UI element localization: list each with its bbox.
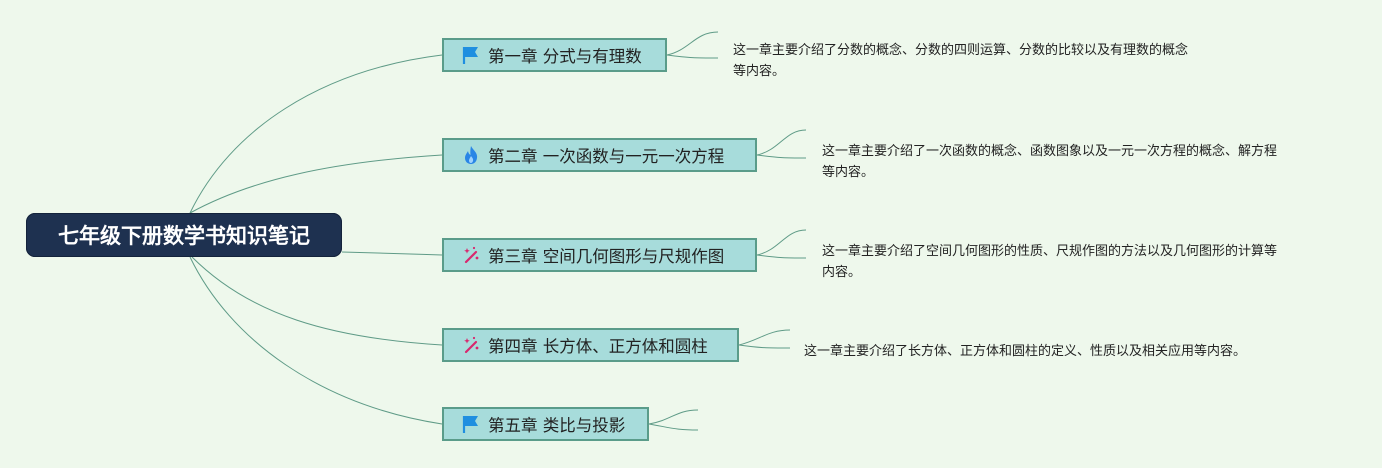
chapter-description-3: 这一章主要介绍了空间几何图形的性质、尺规作图的方法以及几何图形的计算等 内容。: [822, 241, 1277, 283]
chapter-node-3[interactable]: 第三章 空间几何图形与尺规作图: [442, 238, 757, 272]
chapter-description-4: 这一章主要介绍了长方体、正方体和圆柱的定义、性质以及相关应用等内容。: [804, 341, 1246, 362]
connector-ch3-desc-b: [756, 254, 807, 259]
chapter-label-2: 第二章 一次函数与一元一次方程: [488, 147, 725, 166]
connector-root-ch4: [191, 256, 443, 346]
description-line: 内容。: [822, 265, 862, 280]
chapter-node-2[interactable]: 第二章 一次函数与一元一次方程: [442, 138, 757, 172]
chapter-node-4[interactable]: 第四章 长方体、正方体和圆柱: [442, 328, 739, 362]
flag-icon: [460, 413, 482, 435]
sparkle-wand-icon: [460, 334, 482, 356]
chapter-label-5: 第五章 类比与投影: [488, 416, 626, 435]
chapter-node-5[interactable]: 第五章 类比与投影: [442, 407, 649, 441]
connector-root-ch1: [189, 54, 443, 214]
root-topic[interactable]: 七年级下册数学书知识笔记: [26, 213, 342, 257]
connector-ch3-desc-a: [756, 229, 807, 256]
connector-root-ch5: [189, 256, 443, 425]
description-line: 等内容。: [822, 165, 875, 180]
connector-ch4-desc-b: [738, 344, 791, 349]
chapter-label-1: 第一章 分式与有理数: [488, 47, 642, 66]
description-line: 这一章主要介绍了长方体、正方体和圆柱的定义、性质以及相关应用等内容。: [804, 344, 1247, 359]
description-line: 这一章主要介绍了分数的概念、分数的四则运算、分数的比较以及有理数的概念: [733, 43, 1189, 58]
flag-icon: [460, 44, 482, 66]
chapter-label-4: 第四章 长方体、正方体和圆柱: [488, 337, 708, 356]
connector-root-ch3: [341, 251, 443, 256]
connector-ch2-desc-b: [756, 154, 807, 159]
connector-ch5-desc-a: [648, 409, 699, 425]
description-line: 这一章主要介绍了空间几何图形的性质、尺规作图的方法以及几何图形的计算等: [822, 244, 1278, 259]
chapter-description-2: 这一章主要介绍了一次函数的概念、函数图象以及一元一次方程的概念、解方程 等内容。: [822, 141, 1277, 183]
description-line: 等内容。: [733, 64, 786, 79]
connector-ch1-desc-a: [666, 31, 719, 56]
connector-ch1-desc-b: [666, 54, 719, 59]
connector-root-ch2: [189, 154, 443, 214]
root-topic-label: 七年级下册数学书知识笔记: [58, 224, 310, 248]
fire-icon: [460, 144, 482, 166]
chapter-label-3: 第三章 空间几何图形与尺规作图: [488, 247, 725, 266]
chapter-node-1[interactable]: 第一章 分式与有理数: [442, 38, 667, 72]
connector-ch2-desc-a: [756, 129, 807, 156]
connector-ch4-desc-a: [738, 329, 791, 346]
chapter-description-1: 这一章主要介绍了分数的概念、分数的四则运算、分数的比较以及有理数的概念 等内容。: [733, 40, 1188, 82]
connector-ch5-desc-b: [648, 423, 699, 431]
description-line: 这一章主要介绍了一次函数的概念、函数图象以及一元一次方程的概念、解方程: [822, 144, 1278, 159]
sparkle-wand-icon: [460, 244, 482, 266]
